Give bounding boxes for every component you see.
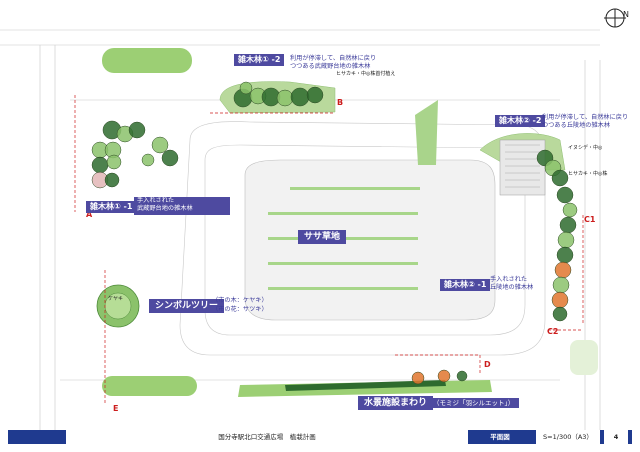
tree-canopy — [437, 369, 451, 383]
species-label: イヌシデ・中◎ — [568, 145, 603, 151]
tree-canopy — [128, 121, 146, 139]
section-label-c1: C1 — [584, 215, 596, 224]
section-label-e: E — [113, 404, 119, 413]
section-label-d: D — [484, 360, 491, 369]
zoki-1-1-note-line1: 手入れされた — [137, 197, 175, 204]
zoki-2-1-tag: 雑木林② -1 — [440, 279, 491, 291]
zoki-1-2-note-line1: 利用が停滞して、自然林に戻り — [290, 55, 377, 62]
species-label: ケヤキ — [108, 296, 124, 302]
north-label: N — [623, 10, 629, 19]
sasa-grass-tag: ササ草地 — [298, 230, 347, 244]
title-block: 国分寺駅北口交通広場 植栽計画 平面図 S=1/300（A3） 4 — [8, 430, 632, 444]
tree-canopy — [552, 306, 568, 322]
water-feature-tag: 水景施設まわり — [358, 396, 434, 410]
zoki-2-2-tag: 雑木林② -2 — [495, 115, 546, 127]
tree-canopy — [556, 186, 574, 204]
section-label-b: B — [337, 98, 344, 107]
tree-canopy — [106, 154, 122, 170]
tree-canopy — [551, 169, 569, 187]
section-label-a: A — [86, 210, 93, 219]
symbol-tree-note-line1: （市の木：ケヤキ） — [212, 297, 268, 304]
species-label: ヒサカキ・中◎株 — [568, 171, 608, 177]
zoki-1-1-tag: 雑木林① -1 — [86, 201, 137, 213]
zoki-2-1-note-line1: 手入れされた — [490, 276, 528, 283]
symbol-tree-tag: シンボルツリー — [149, 299, 225, 313]
page-number: 4 — [604, 430, 628, 444]
zoki-2-2-note-line2: つつある丘陵地の雑木林 — [542, 122, 611, 129]
zoki-1-1-note: 手入れされた 武蔵野台地の雑木林 — [134, 197, 230, 215]
tree-canopy — [456, 370, 468, 382]
tree-canopy — [411, 371, 425, 385]
zoki-1-1-note-line2: 武蔵野台地の雑木林 — [137, 205, 193, 212]
tree-canopy — [151, 136, 169, 154]
species-label: ヒサカキ・中◎株首付植え — [336, 71, 396, 77]
tree-canopy — [104, 172, 120, 188]
project-title: 国分寺駅北口交通広場 植栽計画 — [66, 430, 468, 444]
symbol-tree-note-line2: （市の花：サツキ） — [212, 306, 268, 313]
water-feature-pill: （モミジ「羽シルエット」） — [428, 398, 520, 408]
zoki-1-2-tag: 雑木林① -2 — [234, 54, 285, 66]
zoki-1-2-note-line2: つつある武蔵野台地の雑木林 — [290, 63, 371, 70]
tree-canopy — [306, 86, 324, 104]
tree-canopy — [239, 81, 253, 95]
scale: S=1/300（A3） — [536, 430, 600, 444]
tree-canopy — [161, 149, 179, 167]
section-label-c2: C2 — [547, 327, 559, 336]
sheet-name: 平面図 — [490, 433, 510, 441]
north-arrow-icon — [604, 8, 626, 28]
zoki-2-2-note-line1: 利用が停滞して、自然林に戻り — [542, 114, 629, 121]
zoki-2-1-note-line2: 丘陵地の雑木林 — [490, 284, 534, 291]
tree-canopy — [141, 153, 155, 167]
